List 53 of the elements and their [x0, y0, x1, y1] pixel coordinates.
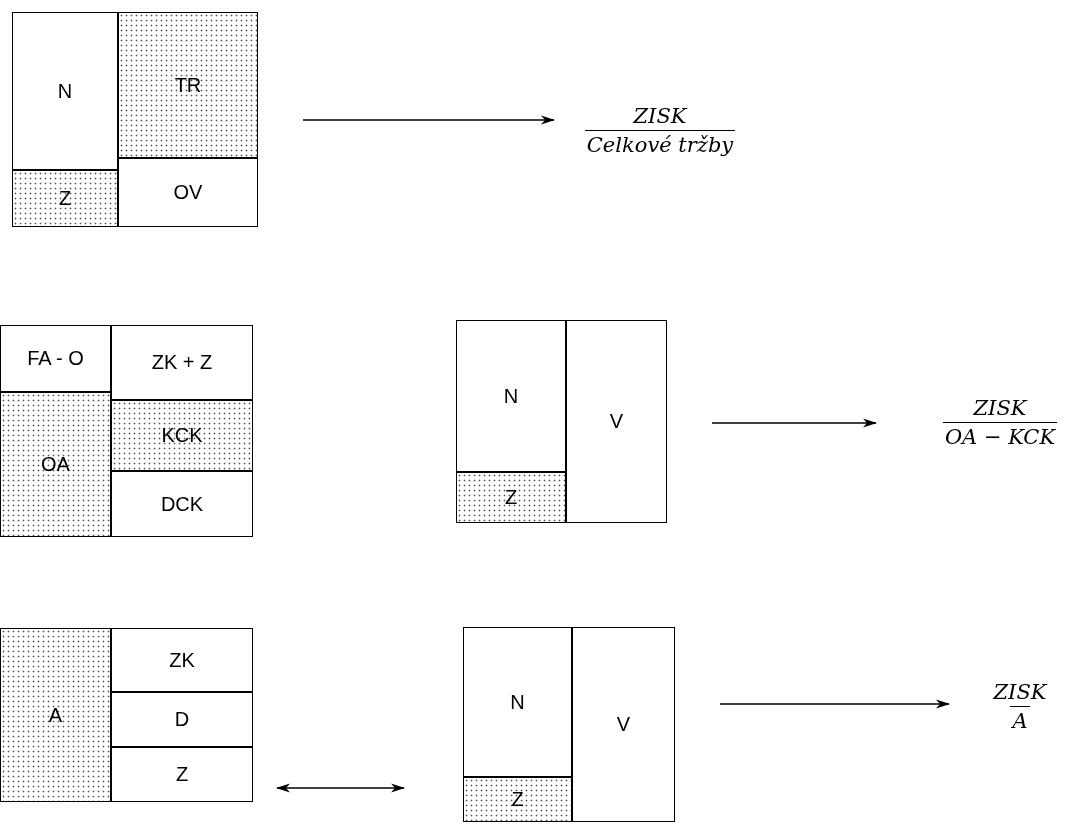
block-cell [111, 471, 253, 537]
block-cell [111, 747, 253, 802]
cell-label: Z [504, 486, 518, 509]
block-cell [111, 628, 253, 692]
block-cell [463, 627, 572, 777]
shaded-cell [0, 392, 111, 537]
cell-label: OV [173, 181, 203, 204]
shaded-cell [0, 628, 111, 802]
shaded-cell [463, 777, 572, 822]
arrow [711, 418, 877, 428]
cell-label: ZK + Z [151, 351, 213, 374]
cell-label: V [616, 713, 631, 736]
cell-label: Z [511, 788, 524, 811]
block-cell [572, 627, 675, 822]
fraction-numerator: ZISK [992, 679, 1049, 706]
cell-label: TR [174, 73, 202, 97]
cell-label: N [503, 384, 519, 408]
fraction-denominator: Celkové tržby [584, 129, 736, 157]
cell-label: Z [58, 187, 72, 210]
block-cell [456, 320, 566, 472]
cell-label: D [174, 708, 190, 731]
split-box [463, 627, 675, 822]
fraction-numerator: ZISK [632, 103, 689, 130]
split-box [0, 628, 253, 802]
cell-label: A [48, 703, 63, 727]
cell-label: DCK [160, 492, 204, 516]
cell-label: V [609, 410, 624, 433]
cell-label: Z [175, 763, 189, 786]
block-cell [566, 320, 667, 523]
arrow [302, 115, 555, 125]
split-box [0, 325, 253, 537]
shaded-cell [118, 12, 258, 158]
shaded-cell [456, 472, 566, 523]
block-cell [111, 325, 253, 400]
split-box [456, 320, 667, 523]
fraction-denominator: OA − KCK [942, 421, 1058, 449]
block-cell [0, 325, 111, 392]
block-cell [118, 158, 258, 227]
split-box [12, 12, 258, 227]
cell-label: N [510, 690, 525, 714]
block-cell [111, 692, 253, 747]
block-cell [12, 12, 118, 170]
fraction-denominator: A [1010, 705, 1030, 733]
arrow [719, 699, 950, 709]
double-arrow [276, 783, 405, 793]
shaded-cell [12, 170, 118, 227]
cell-label: N [57, 79, 73, 103]
cell-label: OA [41, 453, 70, 476]
shaded-cell [111, 400, 253, 471]
fraction-numerator: ZISK [972, 395, 1029, 422]
cell-label: ZK [169, 648, 195, 672]
cell-label: FA - O [27, 347, 84, 370]
cell-label: KCK [161, 424, 203, 447]
